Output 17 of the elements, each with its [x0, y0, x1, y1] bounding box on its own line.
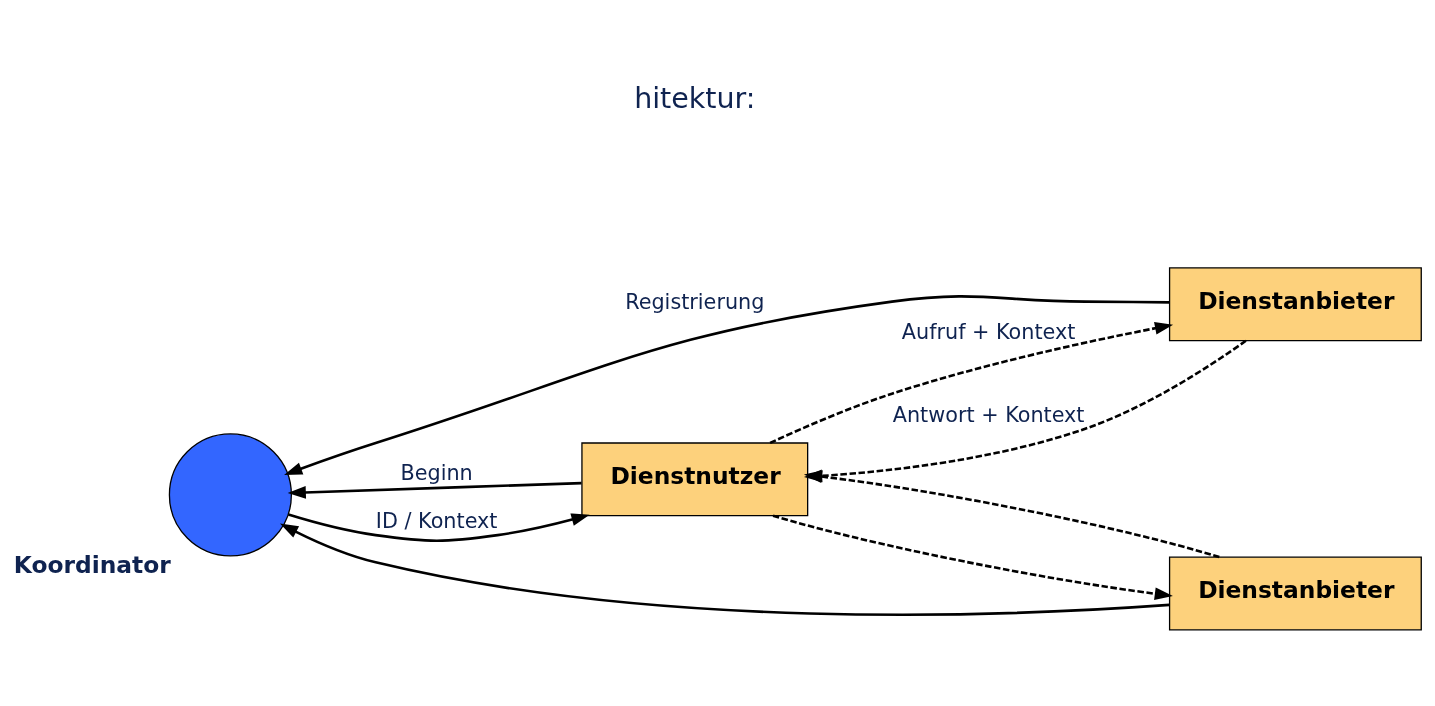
arrow [288, 512, 590, 542]
arrow [772, 513, 1173, 600]
edge-label: Antwort + Kontext [892, 402, 1085, 427]
edge-label: Beginn [400, 460, 473, 485]
node-label: Koordinator [13, 550, 171, 579]
edge-label: ID / Kontext [375, 508, 498, 533]
node-circle [168, 432, 292, 556]
edge-label: Aufruf + Kontext [901, 319, 1076, 344]
edge-label: Registrierung [625, 289, 765, 314]
node-box: Dienstanbieter [1168, 556, 1422, 630]
node-box: Dienstanbieter [1168, 266, 1422, 341]
arrow [769, 321, 1174, 444]
arrow [280, 523, 1170, 616]
node-box: Dienstnutzer [581, 441, 809, 516]
arrow [287, 481, 582, 499]
label: hitektur: [634, 81, 756, 115]
arrow [284, 294, 1170, 475]
